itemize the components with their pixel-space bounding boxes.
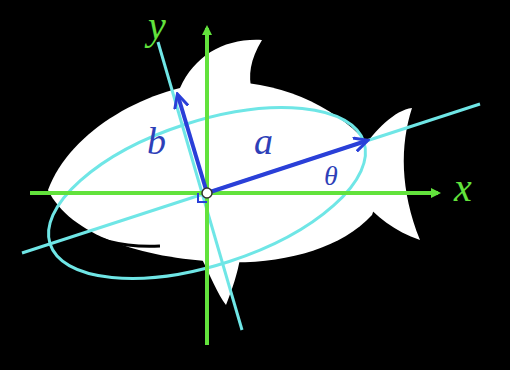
coordinate-axes (30, 28, 438, 345)
axis-label: x (452, 168, 474, 208)
rotated-ellipse (22, 42, 480, 330)
axis-label: y (146, 6, 168, 46)
semi-axis-label: b (145, 122, 168, 160)
semi-axis-arrows (178, 96, 366, 202)
fish-mouth (70, 225, 160, 246)
origin-dot (202, 188, 212, 198)
fish-silhouette (48, 40, 420, 305)
angle-label: θ (322, 162, 340, 190)
semi-axis-label: a (252, 122, 275, 160)
